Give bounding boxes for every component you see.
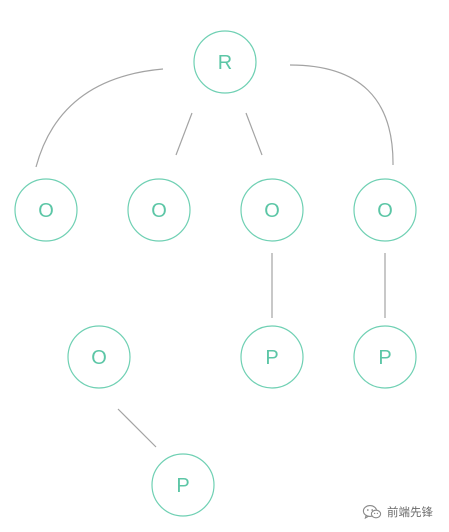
node-p3: P	[151, 453, 215, 517]
node-label: O	[264, 200, 280, 222]
edge-r-o2	[175, 112, 193, 156]
node-circle	[151, 453, 215, 517]
edge-o5-p3	[117, 408, 157, 448]
edge-r-o1	[35, 68, 164, 168]
edge-r-o4	[289, 64, 394, 166]
node-label: R	[218, 52, 232, 74]
wechat-icon	[362, 505, 382, 520]
node-circle	[193, 30, 257, 94]
node-o5: O	[67, 325, 131, 389]
node-circle	[353, 325, 417, 389]
node-label: O	[377, 200, 393, 222]
node-label: P	[176, 475, 189, 497]
node-circle	[14, 178, 78, 242]
node-label: O	[91, 347, 107, 369]
node-o4: O	[353, 178, 417, 242]
watermark-text: 前端先锋	[387, 505, 433, 519]
node-r: R	[193, 30, 257, 94]
node-o2: O	[127, 178, 191, 242]
node-p2: P	[353, 325, 417, 389]
node-circle	[127, 178, 191, 242]
node-p1: P	[240, 325, 304, 389]
edge-r-o3	[245, 112, 263, 156]
node-o1: O	[14, 178, 78, 242]
node-label: P	[265, 347, 278, 369]
node-label: O	[38, 200, 54, 222]
nodes-group: R O O O O O P P P	[14, 30, 417, 517]
node-circle	[240, 325, 304, 389]
node-label: O	[151, 200, 167, 222]
node-circle	[353, 178, 417, 242]
node-circle	[67, 325, 131, 389]
node-circle	[240, 178, 304, 242]
watermark: 前端先锋	[362, 501, 433, 523]
node-label: P	[378, 347, 391, 369]
node-o3: O	[240, 178, 304, 242]
edges-group	[35, 64, 394, 448]
